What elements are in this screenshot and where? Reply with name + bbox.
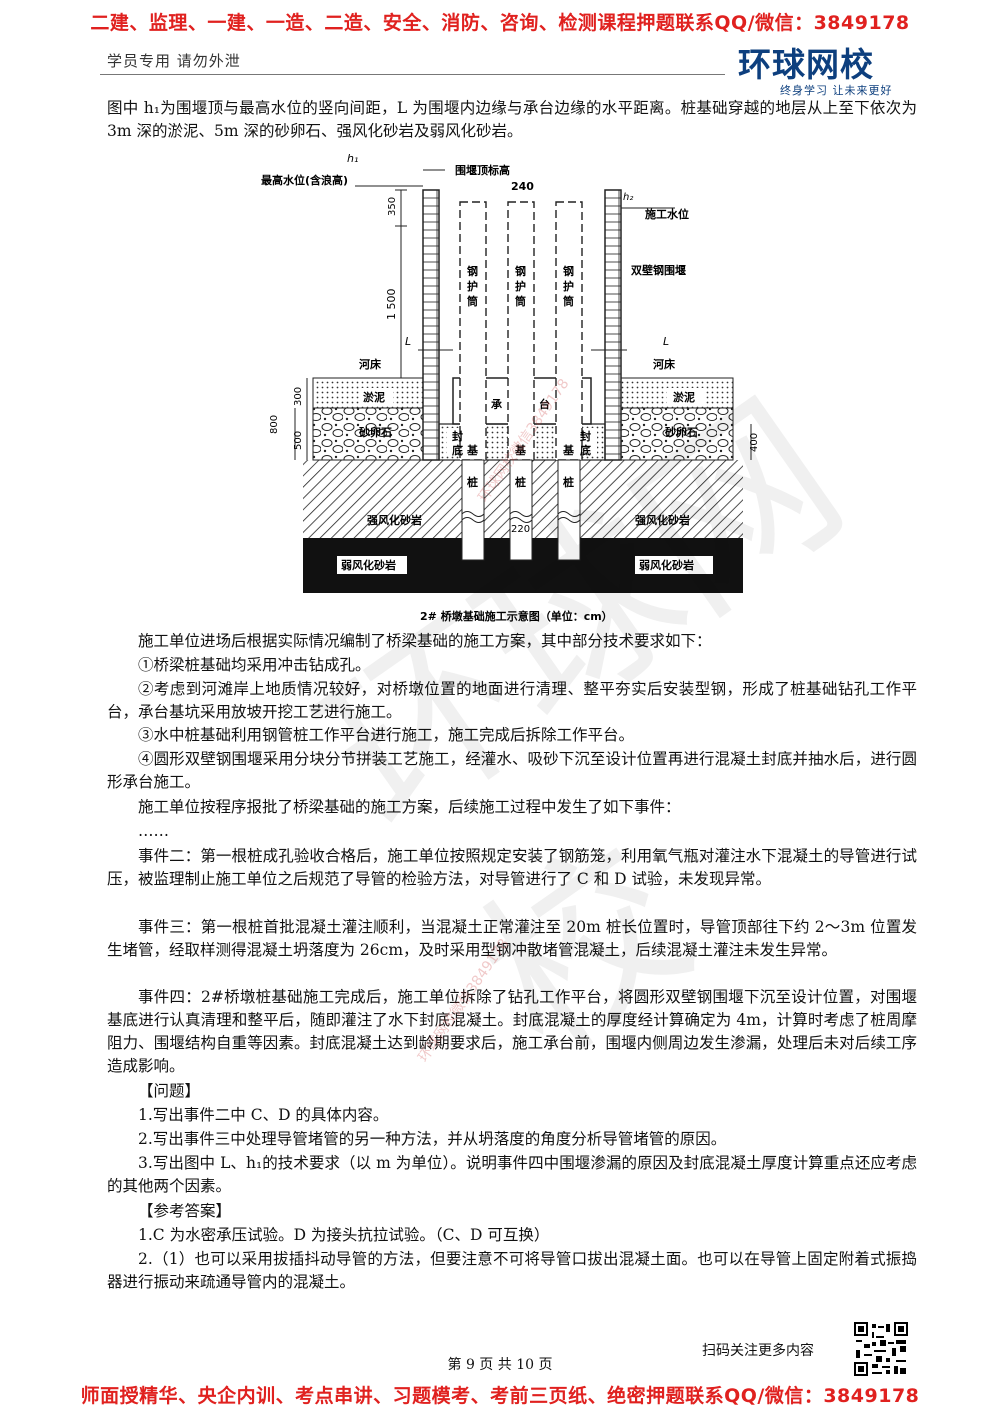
logo-slogan: 终身学习 让未来更好 [780, 84, 893, 97]
label-construction-water: 施工水位 [645, 207, 689, 221]
label-gravel-right: 砂卵石 [665, 425, 698, 439]
event-two-paragraph: 事件二：第一根桩成孔验收合格后，施工单位按照规定安装了钢筋笼，利用氧气瓶对灌注水… [107, 847, 917, 888]
casing-2-char-3: 筒 [515, 294, 526, 308]
steel-casing-2 [507, 201, 535, 461]
answer-item: 1.C 为水密承压试验。D 为接头抗拉试验。（C、D 可互换） [138, 1226, 550, 1244]
pile-1-char-1: 基 [466, 443, 479, 457]
answer-item: 2.（1）也可以采用拔插抖动导管的方法，但要注意不可将导管口拔出混凝土面。也可以… [107, 1250, 917, 1291]
label-weak-rock-right: 弱风化砂岩 [639, 558, 694, 572]
event-four-paragraph: 事件四：2#桥墩桩基础施工完成后，施工单位拆除了钻孔工作平台，将圆形双壁钢围堰下… [107, 988, 917, 1075]
label-350: 350 [387, 197, 398, 216]
label-240: 240 [511, 180, 534, 193]
body-paragraph: ③水中桩基础利用钢管桩工作平台进行施工，施工完成后拆除工作平台。 [138, 726, 635, 744]
pile-1-char-2: 桩 [467, 475, 478, 489]
label-silt-left: 淤泥 [363, 390, 385, 404]
casing-1-char-2: 护 [467, 279, 478, 293]
label-300: 300 [293, 387, 304, 406]
label-max-water: 最高水位(含浪高) [261, 173, 348, 187]
label-cofferdam-top: 围堰顶标高 [455, 163, 510, 177]
steel-casing-1 [459, 201, 487, 461]
label-gravel-left: 砂卵石 [359, 425, 392, 439]
question-item: 3.写出图中 L、h₁的技术要求（以 m 为单位）。说明事件四中围堰渗漏的原因及… [107, 1154, 917, 1195]
label-h1: h₁ [347, 152, 358, 165]
promo-banner-top: 二建、监理、一建、一造、二造、安全、消防、咨询、检测课程押题联系QQ/微信：38… [90, 12, 910, 34]
pile-3 [557, 459, 581, 561]
label-800: 800 [269, 415, 280, 434]
seal-right-1: 封 [580, 429, 591, 443]
question-item: 1.写出事件二中 C、D 的具体内容。 [138, 1106, 389, 1124]
body-paragraph: ②考虑到河滩岸上地质情况较好，对桥墩位置的地面进行清理、整平夯实后安装型钢，形成… [107, 680, 917, 721]
casing-3-char-1: 钢 [563, 264, 574, 278]
promo-banner-bottom: 师面授精华、央企内训、考点串讲、习题模考、考前三页纸、绝密押题联系QQ/微信：3… [80, 1385, 920, 1407]
cofferdam-wall-right [604, 189, 622, 461]
label-riverbed-right: 河床 [653, 357, 676, 371]
event-three-paragraph: 事件三：第一根桩首批混凝土灌注顺利，当混凝土正常灌注至 20m 桩长位置时，导管… [107, 918, 917, 959]
body-paragraph: ①桥梁桩基础均采用冲击钻成孔。 [138, 656, 371, 674]
casing-2-char-1: 钢 [515, 264, 526, 278]
label-weak-rock-left: 弱风化砂岩 [341, 558, 396, 572]
label-h2: h₂ [623, 192, 633, 203]
questions-heading: 【问题】 [138, 1082, 201, 1100]
label-strong-rock-right: 强风化砂岩 [635, 513, 690, 527]
body-paragraph: …… [138, 822, 169, 840]
seal-right-2: 底 [580, 443, 591, 457]
figure-caption: 2# 桥墩基础施工示意图（单位：cm） [420, 609, 613, 623]
label-400: 400 [749, 433, 760, 452]
pile-2-char-2: 桩 [515, 475, 526, 489]
qr-caption: 扫码关注更多内容 [702, 1343, 814, 1359]
steel-casing-3 [555, 201, 583, 461]
body-paragraph: 施工单位按程序报批了桥梁基础的施工方案，后续施工过程中发生了如下事件： [138, 798, 681, 816]
brand-logo: 环球网校 终身学习 让未来更好 [738, 38, 918, 98]
bridge-pier-figure: h₁ 最高水位(含浪高) 围堰顶标高 240 h₂ 施工水位 双壁钢围堰 350… [261, 152, 760, 623]
label-L-right: L [663, 335, 669, 348]
header-rule [100, 74, 725, 75]
page-number: 第 9 页 共 10 页 [447, 1357, 553, 1373]
seal-left-2: 底 [452, 443, 463, 457]
pile-2-char-1: 基 [514, 443, 527, 457]
intro-paragraph: 图中 h₁为围堰顶与最高水位的竖向间距，L 为围堰内边缘与承台边缘的水平距离。桩… [107, 99, 917, 140]
casing-2-char-2: 护 [515, 279, 526, 293]
body-paragraph: ④圆形双壁钢围堰采用分块分节拼装工艺施工，经灌水、吸砂下沉至设计位置再进行混凝土… [107, 750, 917, 791]
logo-text: 环球网校 [738, 45, 874, 84]
pile-1 [461, 459, 485, 561]
label-silt-right: 淤泥 [673, 390, 695, 404]
label-double-wall: 双壁钢围堰 [631, 263, 686, 277]
label-220: 220 [511, 524, 530, 535]
label-500: 500 [293, 431, 304, 450]
label-1500: 1 500 [385, 289, 398, 321]
header-notice: 学员专用 请勿外泄 [107, 52, 241, 70]
pile-3-char-1: 基 [562, 443, 575, 457]
pile-3-char-2: 桩 [563, 475, 574, 489]
casing-3-char-3: 筒 [563, 294, 574, 308]
label-strong-rock-left: 强风化砂岩 [367, 513, 422, 527]
casing-1-char-3: 筒 [467, 294, 478, 308]
casing-3-char-2: 护 [563, 279, 574, 293]
question-item: 2.写出事件三中处理导管堵管的另一种方法，并从坍落度的角度分析导管堵管的原因。 [138, 1130, 727, 1148]
seal-left-1: 封 [452, 429, 463, 443]
qr-code-icon[interactable] [852, 1320, 910, 1378]
answers-heading: 【参考答案】 [138, 1202, 232, 1220]
cofferdam-wall-left [422, 189, 440, 461]
pile-2 [509, 459, 533, 561]
label-L-left: L [405, 335, 411, 348]
casing-1-char-1: 钢 [467, 264, 478, 278]
cap-char-1: 承 [491, 397, 503, 411]
label-riverbed-left: 河床 [359, 357, 382, 371]
body-paragraph: 施工单位进场后根据实际情况编制了桥梁基础的施工方案，其中部分技术要求如下： [138, 632, 712, 650]
cap-char-2: 台 [539, 397, 550, 411]
